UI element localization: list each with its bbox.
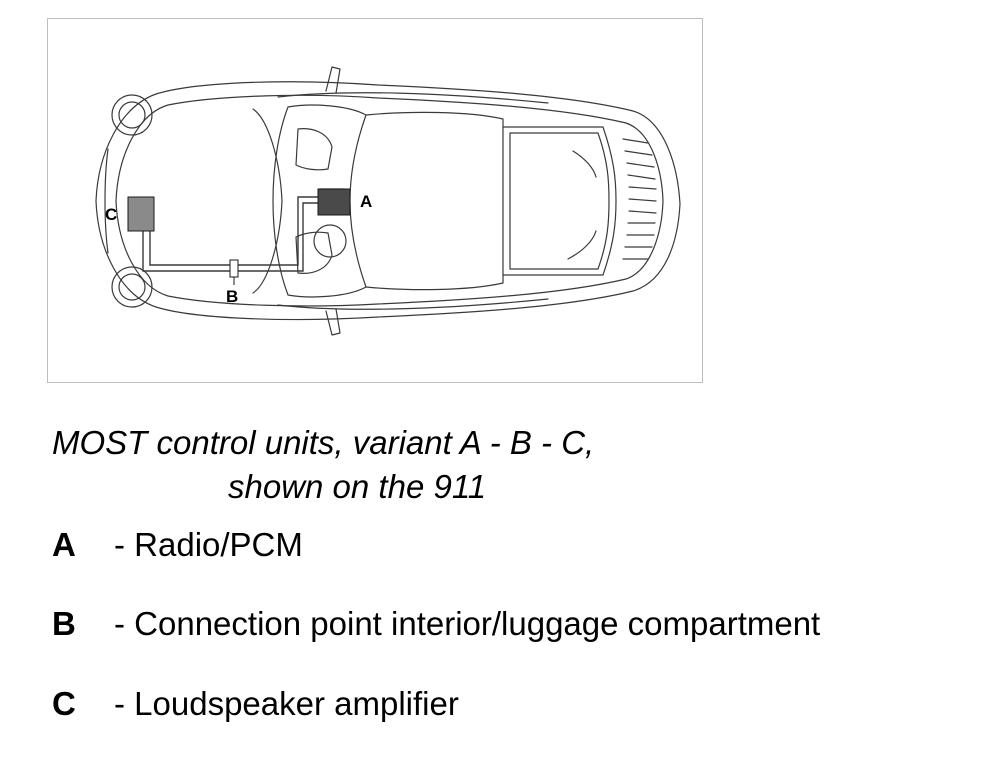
callout-label-b: B [226, 287, 238, 306]
legend-key: C [52, 685, 76, 722]
car-diagram: A B C [95, 66, 681, 336]
control-unit-c [127, 196, 155, 232]
figure-frame: A B C [47, 18, 703, 383]
control-unit-a [317, 188, 351, 216]
most-wiring [142, 196, 318, 272]
callout-label-c: C [105, 205, 117, 224]
legend-key: B [52, 605, 76, 642]
legend-key: A [52, 526, 76, 563]
connection-point-b [229, 259, 239, 278]
legend-description: - Radio/PCM [114, 526, 303, 563]
car-body-outline [95, 66, 681, 336]
callout-label-a: A [360, 192, 372, 211]
caption-line-1: MOST control units, variant A - B - C, [52, 424, 595, 461]
legend-description: - Loudspeaker amplifier [114, 685, 459, 722]
legend-description: - Connection point interior/luggage comp… [114, 605, 821, 642]
caption-line-2: shown on the 911 [228, 468, 487, 505]
